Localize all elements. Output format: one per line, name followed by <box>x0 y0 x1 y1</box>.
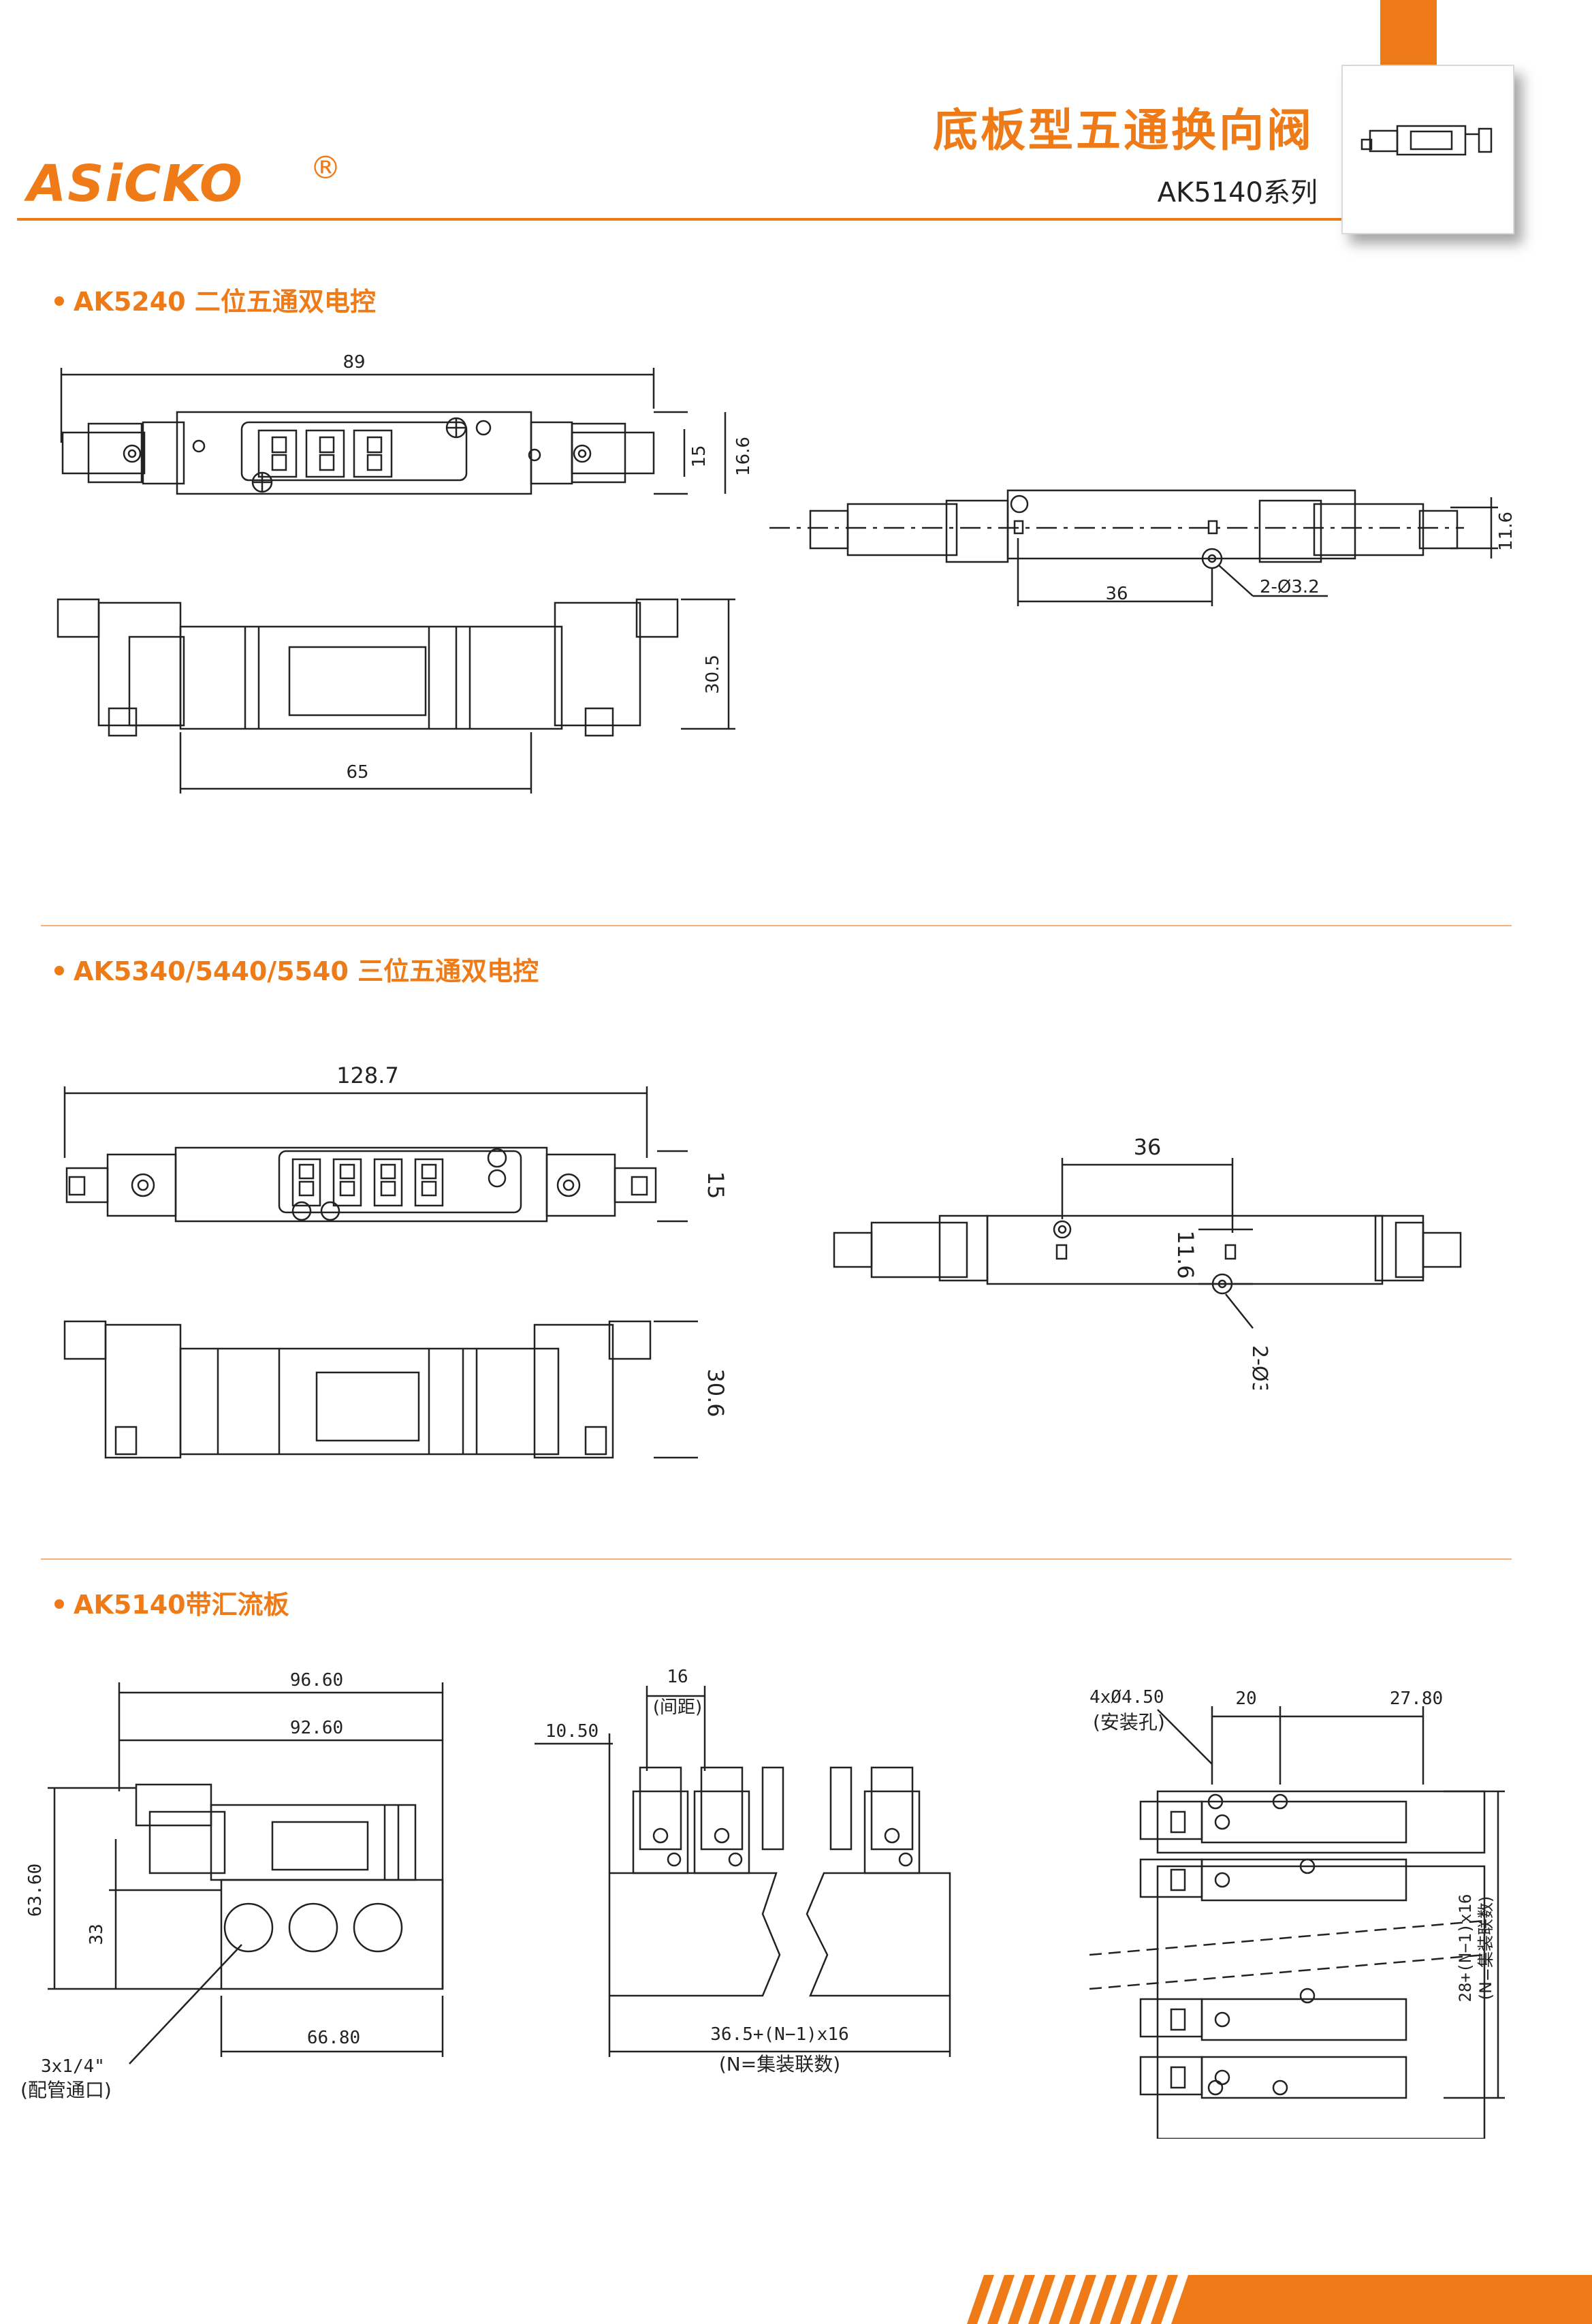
ak5240-mounting-view: 36 2-Ø3.2 11.6 <box>769 489 1516 606</box>
dim-pitch-note: (间距) <box>653 1697 702 1718</box>
page-title: 底板型五通换向阀 <box>933 104 1314 157</box>
dim-n-note: (N=集装联数) <box>1476 1896 1495 2000</box>
product-thumbnail <box>1341 65 1514 234</box>
dim-ports-note: (配管通口) <box>20 2079 112 2101</box>
dim-92-60: 92.60 <box>290 1718 343 1738</box>
dim-30-5: 30.5 <box>703 655 723 694</box>
svg-text:®: ® <box>310 149 340 186</box>
bullet-icon <box>54 1599 64 1609</box>
dim-mount-note: (安装孔) <box>1093 1711 1165 1733</box>
page-subtitle: AK5140系列 <box>1157 177 1318 208</box>
footer-stripes <box>967 2275 1592 2324</box>
dim-15: 15 <box>689 445 710 467</box>
dim-89: 89 <box>343 352 365 373</box>
dim-holes: 2-Ø3.2 <box>1247 1345 1271 1389</box>
dim-16: 16 <box>667 1667 688 1687</box>
ak5140-manifold-top-view: 4xØ4.50 (安装孔) 20 27.80 28+(N−1)x16 (N=集装… <box>1089 1687 1505 2139</box>
dim-10-50: 10.50 <box>545 1721 599 1742</box>
section-heading-text: AK5340/5440/5540 三位五通双电控 <box>74 956 539 986</box>
dim-36: 36 <box>1105 584 1128 604</box>
section-heading-text: AK5140带汇流板 <box>74 1590 289 1620</box>
dim-n-note: (N=集装联数) <box>719 2053 840 2075</box>
section-heading-ak5140: AK5140带汇流板 <box>54 1584 289 1621</box>
dim-63-60: 63.60 <box>25 1864 46 1917</box>
header-rule <box>17 218 1347 221</box>
dim-30-6: 30.6 <box>703 1368 729 1417</box>
section-heading-ak5340: AK5340/5440/5540 三位五通双电控 <box>54 950 539 988</box>
ak5340-mounting-view: 36 11.6 2-Ø3.2 <box>833 1134 1462 1389</box>
bullet-icon <box>54 965 64 975</box>
dim-96-60: 96.60 <box>290 1670 343 1691</box>
ak5140-manifold-side-view: 16 (间距) 10.50 36.5+(N−1)x16 (N=集装联数) <box>535 1667 951 2075</box>
dim-36: 36 <box>1134 1134 1162 1160</box>
dim-66-80: 66.80 <box>307 2028 360 2048</box>
section-divider <box>41 1558 1512 1560</box>
section-heading-text: AK5240 二位五通双电控 <box>74 287 376 317</box>
dim-16-6: 16.6 <box>733 437 754 476</box>
ak5340-top-view: 128.7 15 <box>63 1063 729 1223</box>
dim-length-formula: 28+(N−1)x16 <box>1456 1894 1475 2003</box>
dim-mount-holes: 4xØ4.50 <box>1089 1687 1164 1708</box>
dim-33: 33 <box>86 1923 107 1945</box>
dim-11-6: 11.6 <box>1173 1230 1198 1278</box>
brand-logo: ASiCKO ® <box>20 143 341 218</box>
ak5140-manifold-front-view: 96.60 92.60 63.60 33 66.80 3x1/4" (配管通口) <box>20 1670 444 2101</box>
dim-width-formula: 36.5+(N−1)x16 <box>710 2024 849 2045</box>
ak5240-top-view: 89 15 16.6 <box>60 352 754 495</box>
dim-holes: 2-Ø3.2 <box>1260 577 1320 597</box>
dim-27-80: 27.80 <box>1390 1689 1443 1709</box>
ak5340-front-view: 30.6 <box>63 1320 729 1459</box>
top-accent-bar <box>1380 0 1437 65</box>
svg-text:ASiCKO: ASiCKO <box>24 155 244 213</box>
dim-11-6: 11.6 <box>1496 512 1516 551</box>
dim-20: 20 <box>1235 1689 1256 1709</box>
dim-15: 15 <box>703 1172 729 1199</box>
bullet-icon <box>54 296 64 306</box>
dim-ports: 3x1/4" <box>41 2056 105 2077</box>
dim-65: 65 <box>346 762 368 783</box>
section-divider <box>41 925 1512 926</box>
ak5240-front-view: 30.5 65 <box>57 598 735 794</box>
dim-128-7: 128.7 <box>336 1063 399 1088</box>
section-heading-ak5240: AK5240 二位五通双电控 <box>54 281 376 318</box>
